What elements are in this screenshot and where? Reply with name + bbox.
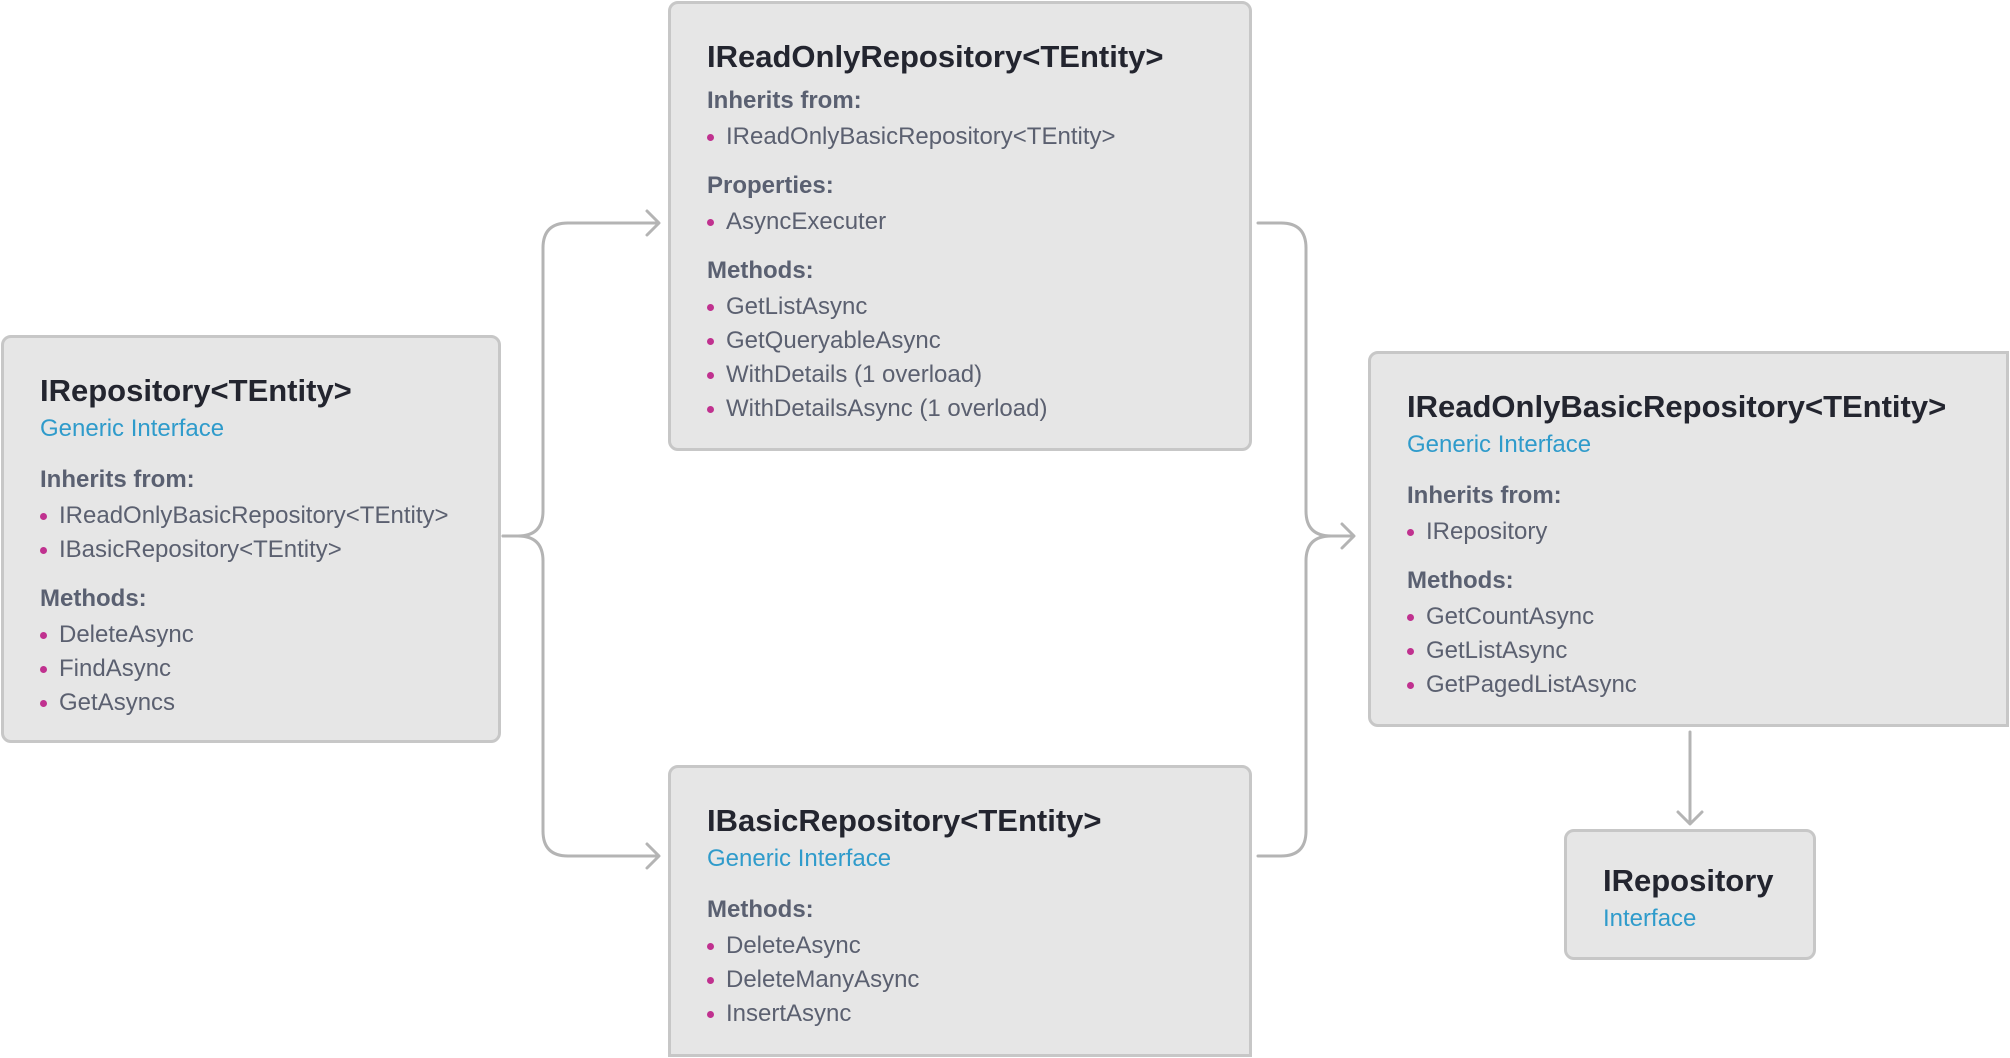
methods-section: Methods: DeleteAsync DeleteManyAsync Ins… [707,896,1213,1031]
bullet-icon [40,546,47,554]
bullet-icon [707,337,714,345]
edge-irepository-tentity-to-ireadonlyrepository [501,221,658,538]
list-item: InsertAsync [707,997,1213,1031]
bullet-icon [1407,681,1414,689]
section-heading: Methods: [707,256,814,284]
list-item: DeleteAsync [707,929,1213,963]
node-irepository-tentity[interactable]: IRepository<TEntity> Generic Interface I… [1,335,501,743]
section-heading: Inherits from: [1407,481,1562,509]
list-item: WithDetailsAsync (1 overload) [707,392,1213,426]
bullet-icon [40,665,47,673]
node-subtitle: Generic Interface [707,845,892,873]
node-title: IReadOnlyRepository<TEntity> [707,39,1164,74]
methods-section: Methods: GetListAsync GetQueryableAsync … [707,257,1213,426]
arrowhead-irepository [1676,810,1704,826]
methods-section: Methods: DeleteAsync FindAsync GetAsyncs [40,585,462,720]
node-subtitle: Generic Interface [1407,431,1592,459]
list-item: WithDetails (1 overload) [707,358,1213,392]
list-item: GetListAsync [707,290,1213,324]
node-subtitle: Generic Interface [40,415,225,443]
list-item: GetAsyncs [40,686,462,720]
section-heading: Methods: [40,584,147,612]
inherits-section: Inherits from: IReadOnlyBasicRepository<… [40,466,462,567]
list-item: DeleteManyAsync [707,963,1213,997]
node-title: IReadOnlyBasicRepository<TEntity> [1407,389,1947,424]
list-item: IReadOnlyBasicRepository<TEntity> [707,120,1213,154]
node-irepository[interactable]: IRepository Interface [1564,829,1816,960]
bullet-icon [1407,613,1414,621]
bullet-icon [707,405,714,413]
inherits-section: Inherits from: IReadOnlyBasicRepository<… [707,87,1213,154]
section-heading: Inherits from: [40,465,195,493]
section-heading: Methods: [1407,566,1514,594]
bullet-icon [40,631,47,639]
list-item: IRepository [1407,515,1970,549]
properties-section: Properties: AsyncExecuter [707,172,1213,239]
list-item: FindAsync [40,652,462,686]
bullet-icon [707,1010,714,1018]
section-heading: Methods: [707,895,814,923]
arrowhead-ireadonlybasicrepository [1340,522,1356,550]
list-item: DeleteAsync [40,618,462,652]
list-item: GetCountAsync [1407,600,1970,634]
arrowhead-ibasicrepository [645,842,661,870]
list-item: GetQueryableAsync [707,324,1213,358]
node-ireadonlybasicrepository[interactable]: IReadOnlyBasicRepository<TEntity> Generi… [1368,351,2009,727]
edge-ireadonlyrepository-to-ireadonlybasicrepository [1256,221,1354,538]
edge-irepository-tentity-to-ibasicrepository [501,534,658,858]
bullet-icon [707,133,714,141]
methods-section: Methods: GetCountAsync GetListAsync GetP… [1407,567,1970,702]
node-subtitle: Interface [1603,905,1697,933]
bullet-icon [707,976,714,984]
bullet-icon [40,699,47,707]
node-title: IRepository [1603,863,1774,898]
bullet-icon [707,942,714,950]
node-title: IRepository<TEntity> [40,373,352,408]
node-ibasicrepository[interactable]: IBasicRepository<TEntity> Generic Interf… [668,765,1252,1057]
edge-ibasicrepository-to-ireadonlybasicrepository [1256,534,1354,858]
bullet-icon [40,512,47,520]
list-item: AsyncExecuter [707,205,1213,239]
inherits-section: Inherits from: IRepository [1407,482,1970,549]
node-ireadonlyrepository[interactable]: IReadOnlyRepository<TEntity> Inherits fr… [668,1,1252,451]
bullet-icon [1407,647,1414,655]
list-item: GetListAsync [1407,634,1970,668]
bullet-icon [707,303,714,311]
list-item: GetPagedListAsync [1407,668,1970,702]
node-title: IBasicRepository<TEntity> [707,803,1102,838]
list-item: IBasicRepository<TEntity> [40,533,462,567]
section-heading: Inherits from: [707,87,862,115]
arrowhead-ireadonlyrepository [645,209,661,237]
section-heading: Properties: [707,171,834,199]
list-item: IReadOnlyBasicRepository<TEntity> [40,499,462,533]
bullet-icon [707,218,714,226]
bullet-icon [707,371,714,379]
bullet-icon [1407,528,1414,536]
